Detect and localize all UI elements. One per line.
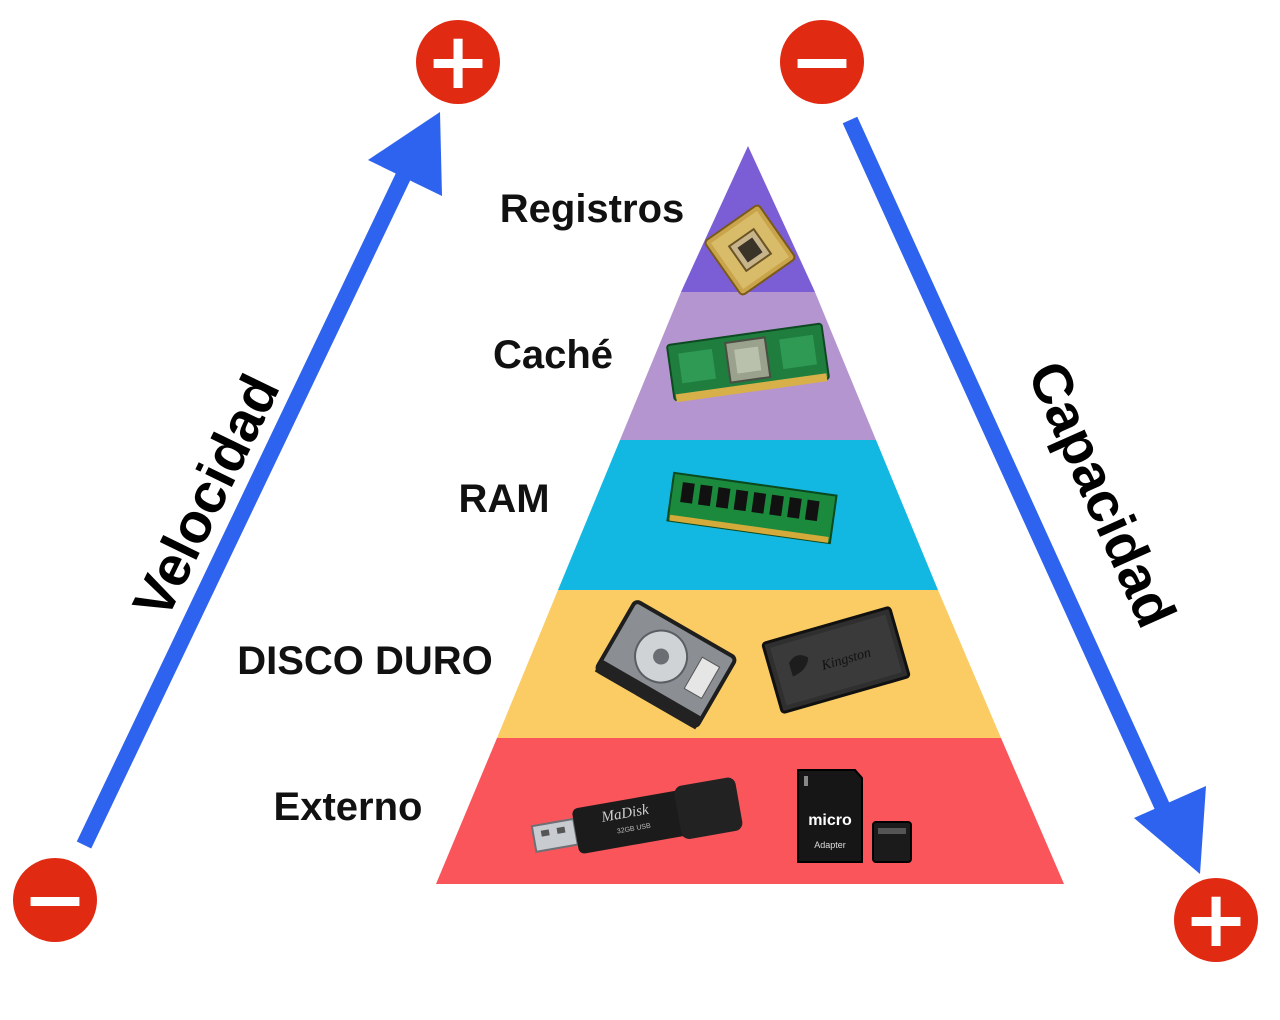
level-label-registros: Registros <box>500 187 685 231</box>
speed-arrow-shaft <box>76 154 420 849</box>
capacity-axis-label: Capacidad <box>1016 352 1189 636</box>
svg-text:−: − <box>22 855 87 945</box>
sd-card-icon: micro Adapter <box>797 769 912 863</box>
plus-icon: + <box>1174 875 1258 965</box>
minus-icon: − <box>780 17 864 107</box>
level-label-externo: Externo <box>274 785 423 829</box>
sd-adapter-text: Adapter <box>814 840 846 850</box>
svg-text:+: + <box>1183 875 1248 965</box>
ssd-icon: Kingston <box>761 606 911 714</box>
svg-text:−: − <box>789 17 854 107</box>
minus-icon: − <box>13 855 97 945</box>
usb-drive-icon: MaDisk 32GB USB <box>530 777 743 854</box>
capacity-arrowhead <box>1134 786 1206 874</box>
pyramid-level-disco-duro <box>497 590 1001 738</box>
level-label-cache: Caché <box>493 333 613 377</box>
ram-stick-icon <box>666 471 838 545</box>
capacity-arrow-shaft <box>842 116 1180 832</box>
plus-icon: + <box>416 17 500 107</box>
cpu-chip-icon <box>704 204 796 296</box>
level-label-ram: RAM <box>458 477 549 521</box>
sd-brand-text: micro <box>808 812 852 829</box>
svg-text:+: + <box>425 17 490 107</box>
level-label-disco-duro: DISCO DURO <box>237 639 493 683</box>
speed-arrowhead <box>368 112 442 196</box>
speed-axis: Velocidad <box>76 112 442 849</box>
cache-module-icon <box>666 322 830 403</box>
pyramid-level-externo <box>436 738 1064 884</box>
hard-disk-icon <box>594 600 737 730</box>
